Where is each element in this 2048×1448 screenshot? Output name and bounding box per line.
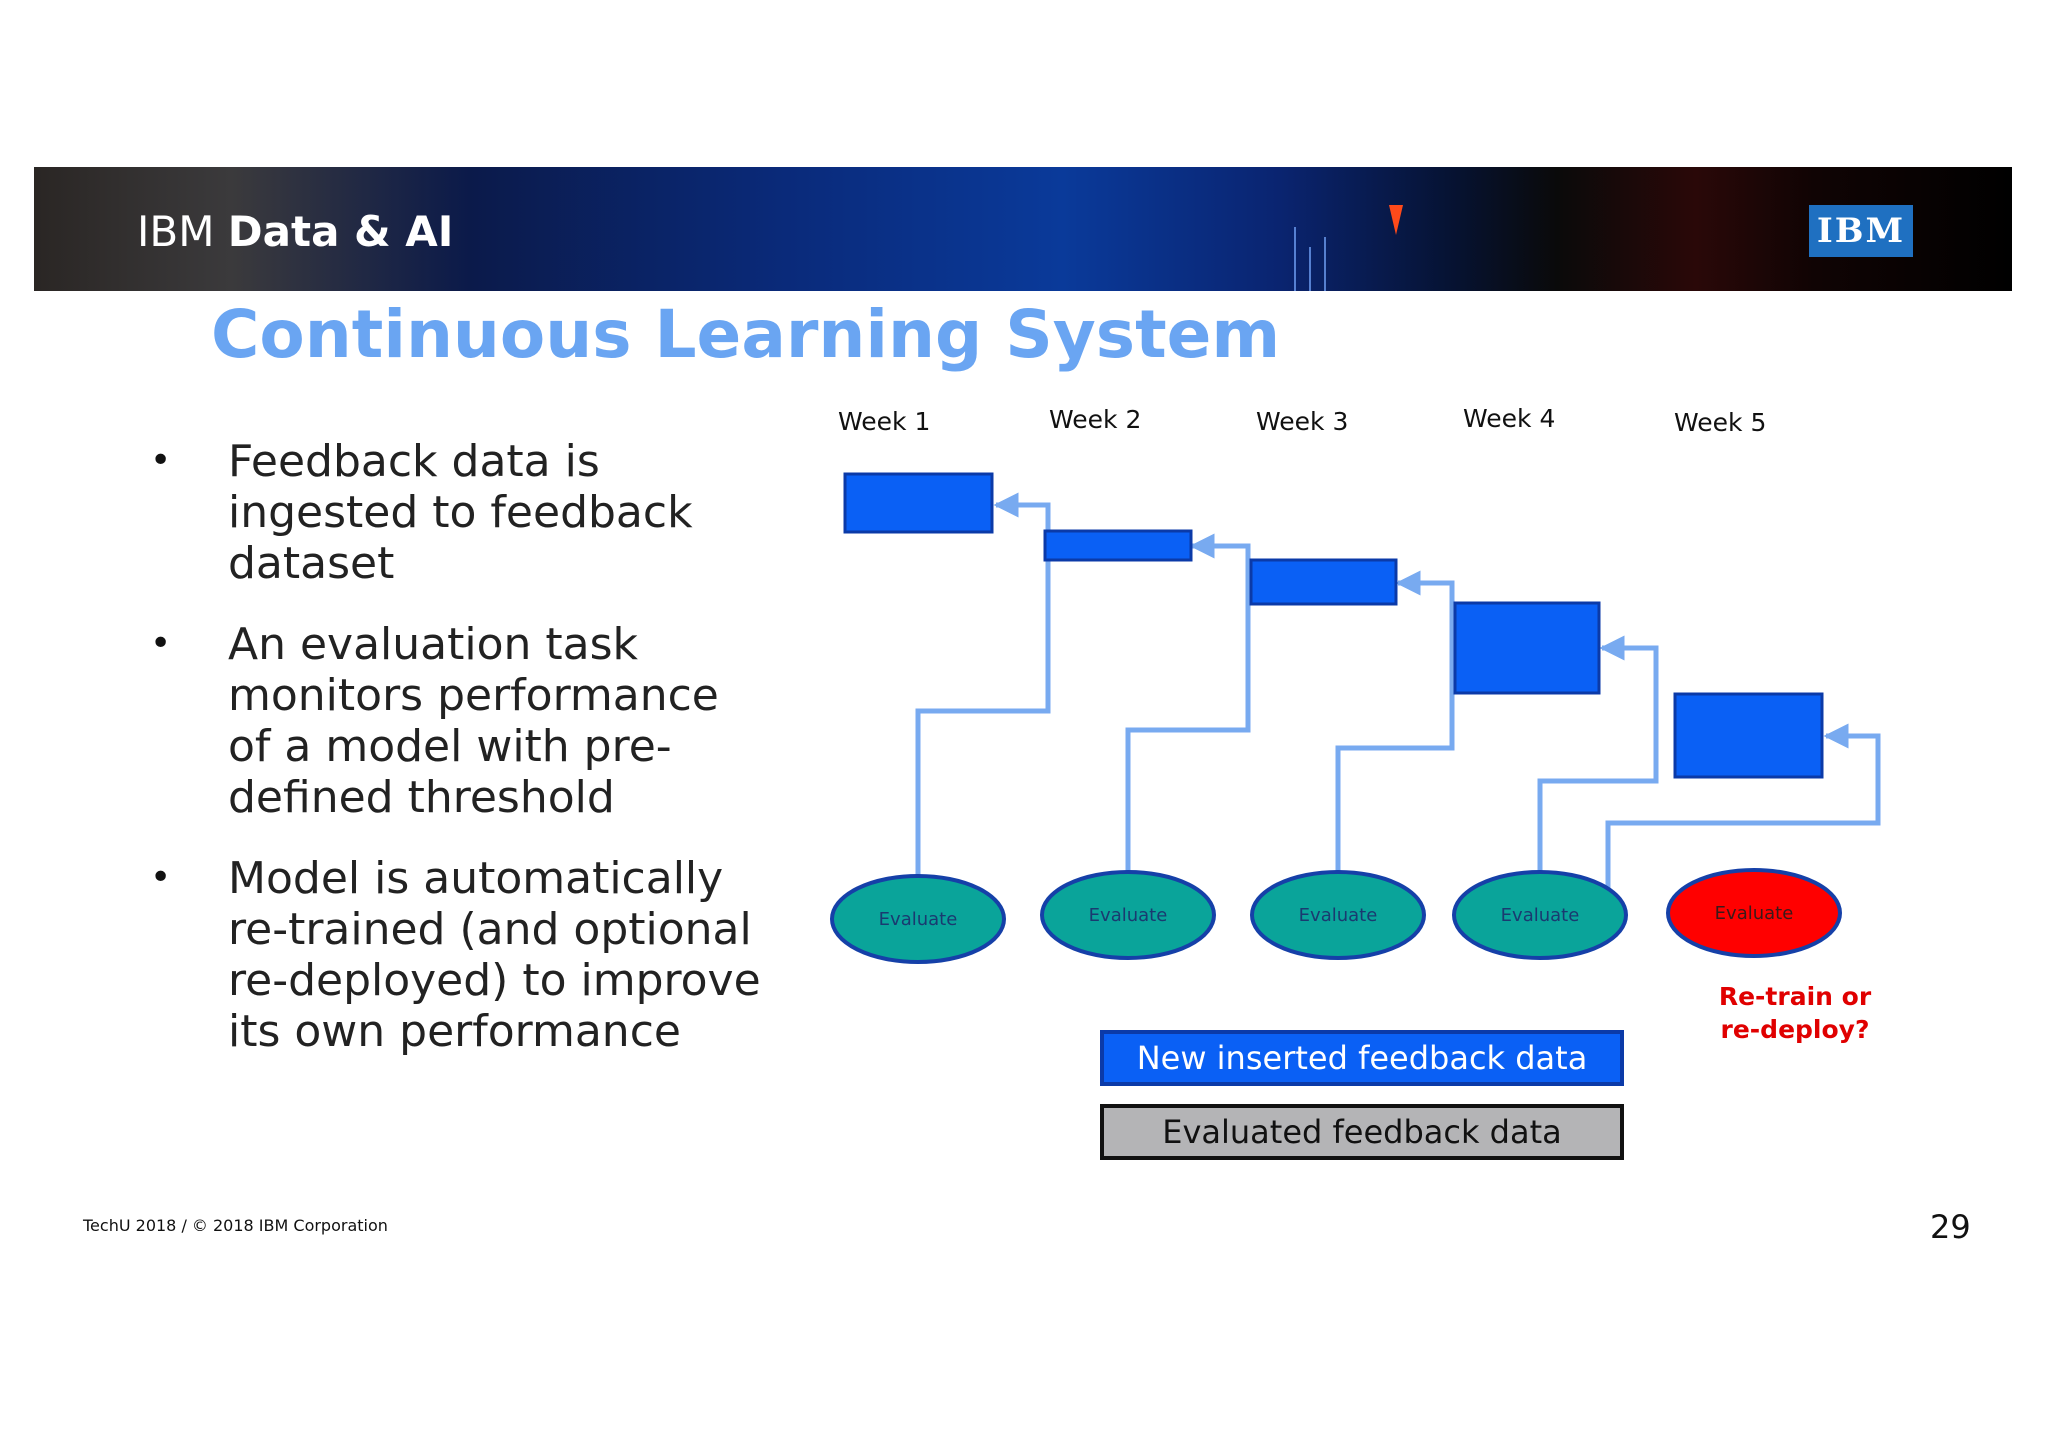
evaluate-label: Evaluate xyxy=(879,909,958,930)
legend-new-data: New inserted feedback data xyxy=(1100,1030,1624,1086)
bullet-marker: • xyxy=(150,440,172,481)
bullet-marker: • xyxy=(150,857,172,898)
feedback-connector xyxy=(1537,635,1659,872)
footer-copyright: TechU 2018 / © 2018 IBM Corporation xyxy=(83,1216,388,1235)
evaluate-node-alert: Evaluate xyxy=(1666,868,1842,958)
banner-decoration xyxy=(1389,205,1403,235)
evaluate-label: Evaluate xyxy=(1299,905,1378,926)
feedback-data-block xyxy=(1673,692,1824,779)
week-label: Week 4 xyxy=(1463,404,1555,433)
feedback-data-block xyxy=(1043,529,1193,562)
evaluate-node: Evaluate xyxy=(1250,870,1426,960)
header-banner: IBM Data & AI IBM xyxy=(34,167,2012,291)
week-label: Week 1 xyxy=(838,407,930,436)
feedback-data-block xyxy=(1453,601,1601,695)
retrain-note: Re-train or re-deploy? xyxy=(1718,982,1872,1044)
bullet-item: • Model is automatically re-trained (and… xyxy=(150,853,770,1057)
bullet-text: Feedback data is ingested to feedback da… xyxy=(228,436,693,589)
banner-decoration xyxy=(1324,237,1326,291)
brand-light: IBM xyxy=(137,207,215,256)
feedback-connector xyxy=(915,492,1051,876)
page-title: Continuous Learning System xyxy=(211,296,1281,373)
banner-decoration xyxy=(1294,227,1296,291)
bullet-text: An evaluation task monitors performance … xyxy=(228,619,719,823)
brand-name: IBM Data & AI xyxy=(137,207,453,256)
evaluate-node: Evaluate xyxy=(1452,870,1628,960)
bullet-item: • An evaluation task monitors performanc… xyxy=(150,619,770,823)
week-label: Week 2 xyxy=(1049,405,1141,434)
feedback-data-block xyxy=(843,472,994,534)
bullet-text: Model is automatically re-trained (and o… xyxy=(228,853,761,1057)
evaluate-label: Evaluate xyxy=(1715,903,1794,924)
bullet-list: • Feedback data is ingested to feedback … xyxy=(150,436,770,1087)
brand-bold: Data & AI xyxy=(227,207,454,256)
feedback-connector xyxy=(1335,570,1455,872)
evaluate-label: Evaluate xyxy=(1089,905,1168,926)
page-number: 29 xyxy=(1930,1208,1971,1246)
ibm-logo: IBM xyxy=(1809,205,1913,257)
feedback-connector xyxy=(1125,533,1251,872)
feedback-data-block xyxy=(1249,558,1398,606)
week-label: Week 5 xyxy=(1674,408,1766,437)
evaluate-node: Evaluate xyxy=(1040,870,1216,960)
bullet-marker: • xyxy=(150,623,172,664)
week-label: Week 3 xyxy=(1256,407,1348,436)
evaluate-node: Evaluate xyxy=(830,874,1006,964)
banner-decoration xyxy=(1309,247,1311,291)
evaluate-label: Evaluate xyxy=(1501,905,1580,926)
legend-evaluated-data: Evaluated feedback data xyxy=(1100,1104,1624,1160)
bullet-item: • Feedback data is ingested to feedback … xyxy=(150,436,770,589)
